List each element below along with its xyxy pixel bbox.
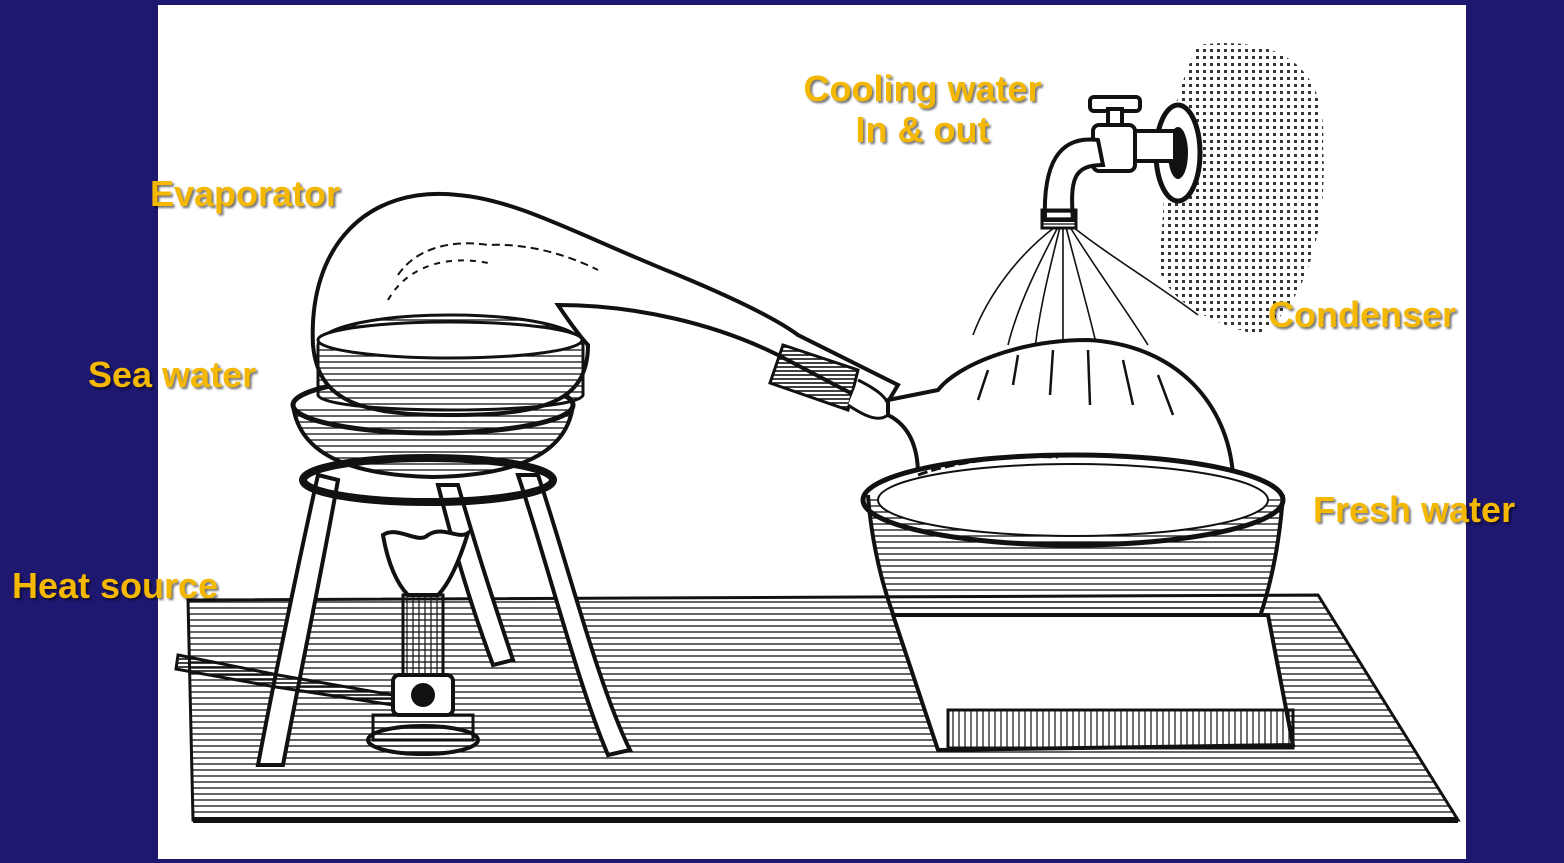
label-cooling-water: Cooling water In & out [780, 68, 1065, 151]
label-condenser: Condenser [1268, 294, 1456, 335]
label-heat-source: Heat source [12, 565, 218, 606]
label-cooling-water-line1: Cooling water [780, 68, 1065, 109]
label-cooling-water-line2: In & out [780, 109, 1065, 150]
basin-block [893, 615, 1293, 750]
label-sea-water: Sea water [88, 354, 256, 395]
label-fresh-water: Fresh water [1313, 489, 1515, 530]
label-evaporator: Evaporator [150, 173, 340, 214]
